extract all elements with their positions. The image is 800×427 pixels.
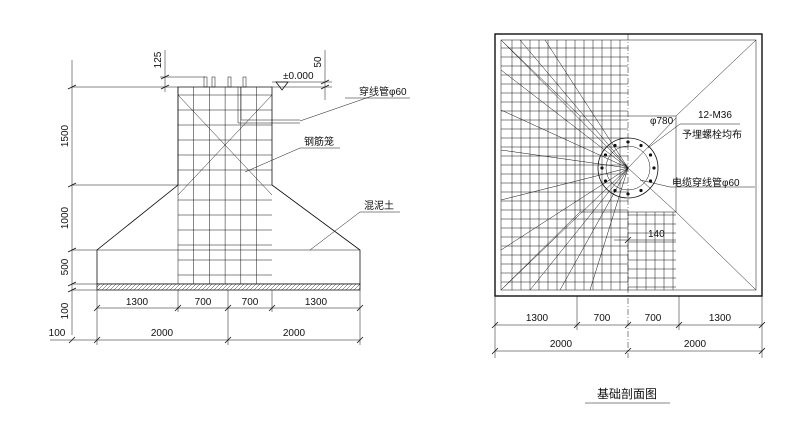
anchor-bolts [203, 76, 247, 88]
plan-dim-row1-c: 700 [645, 313, 662, 324]
conduit-pipe-inner [240, 87, 300, 121]
plan-dim-row1-a: 1300 [526, 313, 549, 324]
dim-1000: 1000 [60, 206, 71, 229]
radial-line [500, 167, 629, 201]
label-cable-conduit: 电缆穿线管φ60 [672, 176, 740, 189]
drawing-caption: 基础剖面图 [597, 387, 657, 401]
bolt-point [626, 140, 630, 144]
label-bolts-note: 予埋螺栓均布 [682, 128, 742, 141]
radial-line [544, 39, 629, 169]
plan-dim-row1-ticks [491, 296, 766, 358]
radial-line [589, 167, 629, 291]
dim-row1-b: 700 [195, 297, 212, 308]
rebar-brace [177, 94, 273, 196]
dim-left-100: 100 [49, 328, 66, 339]
bolt-circle-inner [605, 145, 651, 191]
dim-row2-b: 2000 [283, 328, 306, 339]
bolt-point [652, 166, 656, 170]
dim-row1-c: 700 [242, 297, 259, 308]
leader-concrete [309, 211, 361, 251]
dim-1500: 1500 [60, 124, 71, 147]
dim-125: 125 [153, 51, 164, 68]
plan-radial-lines [500, 39, 629, 291]
radial-line [500, 69, 629, 169]
bolt-point [600, 166, 604, 170]
bolt-point [603, 153, 608, 157]
bolt-point [626, 192, 630, 196]
radial-line [500, 39, 629, 169]
label-rebar-cage: 钢筋笼 [304, 135, 334, 148]
radial-line [519, 39, 629, 169]
dim-row1-d: 1300 [305, 297, 328, 308]
radial-line [559, 167, 629, 291]
radial-line [500, 167, 629, 251]
plan-dim-row1-d: 1300 [709, 313, 732, 324]
rebar-cage-grid [177, 87, 272, 284]
conduit-pipe [237, 87, 300, 124]
dim-row1-a: 1300 [126, 297, 149, 308]
dim-row2-a: 2000 [151, 328, 174, 339]
bolt-circle [597, 137, 659, 199]
dim-100-vertical: 100 [60, 302, 71, 319]
radial-line [500, 167, 629, 291]
plan-view: φ780 12-M36 予埋螺栓均布 电缆穿线管φ60 140 1300 700… [491, 33, 766, 358]
dim-extensions [72, 86, 178, 291]
label-concrete: 混泥土 [364, 199, 394, 212]
label-bolts: 12-M36 [698, 110, 732, 121]
bolt-point [603, 179, 608, 183]
label-conduit: 穿线管φ60 [359, 85, 407, 98]
radial-line [529, 167, 629, 291]
bolt-point [639, 143, 643, 148]
plan-dim-row1-b: 700 [594, 313, 611, 324]
label-diameter: φ780 [650, 116, 674, 127]
leader-conduit [299, 94, 376, 122]
bolt-point [648, 179, 653, 183]
dim-500: 500 [60, 258, 71, 275]
bolt-point [639, 188, 643, 193]
level-label: ±0.000 [283, 71, 314, 82]
elevation-view: 1500 1000 500 100 125 50 ±0.000 穿线管φ60 钢… [49, 50, 410, 345]
plan-dim-row2-b: 2000 [684, 339, 707, 350]
dim-50: 50 [313, 56, 324, 68]
bolt-point [648, 153, 653, 157]
dim-140: 140 [648, 229, 665, 240]
plan-outer-border [494, 33, 763, 297]
radial-line [500, 149, 629, 169]
plan-dim-row2-a: 2000 [550, 339, 573, 350]
blinding-layer [96, 283, 361, 291]
bolt-points [600, 140, 656, 196]
radial-line [500, 109, 629, 169]
level-symbol [275, 81, 289, 91]
footing-base [96, 86, 361, 285]
leader-rebar [244, 147, 301, 173]
dim-row2-ticks [68, 336, 364, 344]
dim-row1-ticks [93, 290, 364, 345]
